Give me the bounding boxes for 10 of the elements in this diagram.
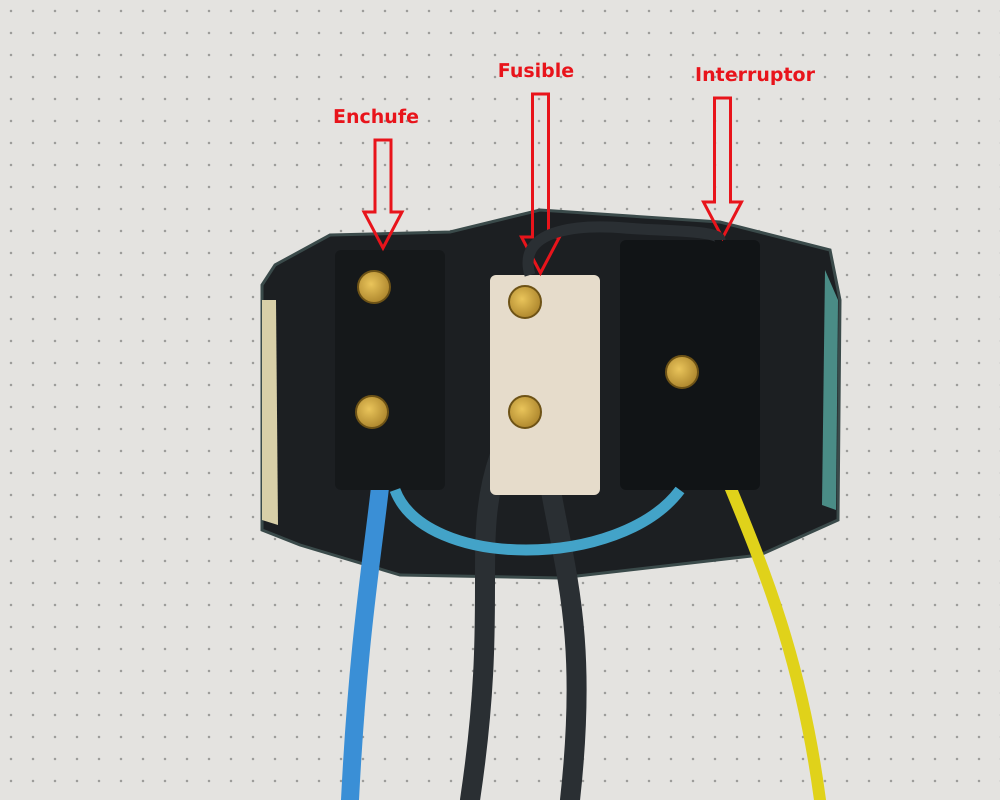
arrow [362, 138, 404, 252]
arrow [701, 96, 744, 242]
callout-label: Fusible [498, 60, 574, 82]
callout-label: Interruptor [695, 64, 815, 86]
fuse-holder [490, 275, 600, 495]
switch-module [620, 240, 760, 490]
wire [390, 486, 684, 556]
arrow [519, 92, 562, 276]
callout-label: Enchufe [333, 106, 419, 128]
socket-module [335, 250, 445, 490]
